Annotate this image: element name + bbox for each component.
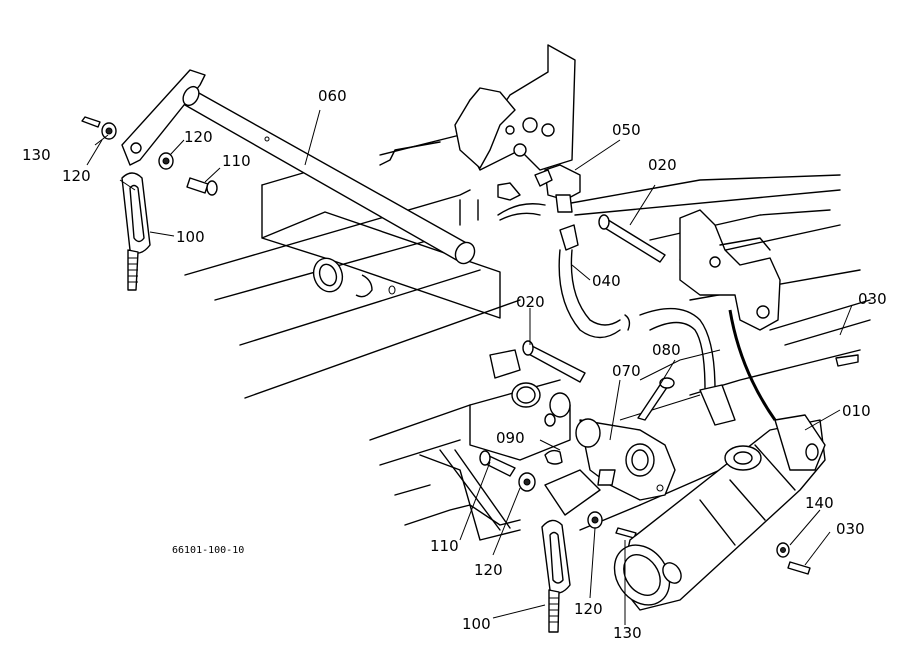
callout-labels: 060 050 020 130 120 120 110 100 040 020 … <box>22 87 887 642</box>
bushing-ring-left <box>312 257 396 298</box>
callout-020-center: 020 <box>516 293 545 311</box>
callout-130-top: 130 <box>22 146 51 164</box>
arm-070 <box>544 418 676 516</box>
lever-shaft-060 <box>121 69 476 265</box>
pin-110-top <box>186 177 218 196</box>
adapter-050 <box>534 164 581 213</box>
pin-020-right <box>598 214 666 263</box>
callout-040: 040 <box>592 272 621 290</box>
spring-090 <box>544 449 563 465</box>
callout-120-top-left: 120 <box>62 167 91 185</box>
callout-120-top-mid: 120 <box>184 128 213 146</box>
cylinder-010 <box>613 414 826 611</box>
callout-050: 050 <box>612 121 641 139</box>
washer-120-top-a <box>101 122 117 140</box>
callout-110-top: 110 <box>222 152 251 170</box>
callout-020-right: 020 <box>648 156 677 174</box>
washer-140 <box>776 542 790 558</box>
callout-130-lower: 130 <box>613 624 642 642</box>
callout-100-lower: 100 <box>462 615 491 633</box>
figure-code: 66101-100-10 <box>172 545 244 556</box>
callout-120-lower-right: 120 <box>574 600 603 618</box>
washer-120-top-b <box>158 152 174 170</box>
clevis-100-top <box>121 172 151 291</box>
cotter-pin-030-lower <box>787 561 811 575</box>
callout-010: 010 <box>842 402 871 420</box>
cotter-pin-130-lower <box>615 527 637 539</box>
upper-bracket <box>454 44 576 226</box>
callout-120-lower-left: 120 <box>474 561 503 579</box>
pin-080 <box>637 377 675 421</box>
right-plate-bracket <box>679 209 781 331</box>
callout-030-lower: 030 <box>836 520 865 538</box>
callout-110-lower: 110 <box>430 537 459 555</box>
clevis-100-lower <box>541 519 571 633</box>
washer-120-lower-a <box>518 472 536 492</box>
center-bracket <box>489 349 571 427</box>
callout-100-top: 100 <box>176 228 205 246</box>
pin-110-lower <box>479 450 516 477</box>
callout-070: 070 <box>612 362 641 380</box>
callout-030-right: 030 <box>858 290 887 308</box>
washer-120-lower-b <box>587 511 603 529</box>
cotter-pin-030-right <box>835 354 859 367</box>
callout-060: 060 <box>318 87 347 105</box>
hose-040 <box>558 224 736 426</box>
cotter-pin-130-top <box>81 116 101 128</box>
black-tube <box>728 309 777 421</box>
leader-lines <box>86 109 853 625</box>
callout-080: 080 <box>652 341 681 359</box>
callout-140: 140 <box>805 494 834 512</box>
callout-090: 090 <box>496 429 525 447</box>
pin-020-center <box>522 340 586 383</box>
